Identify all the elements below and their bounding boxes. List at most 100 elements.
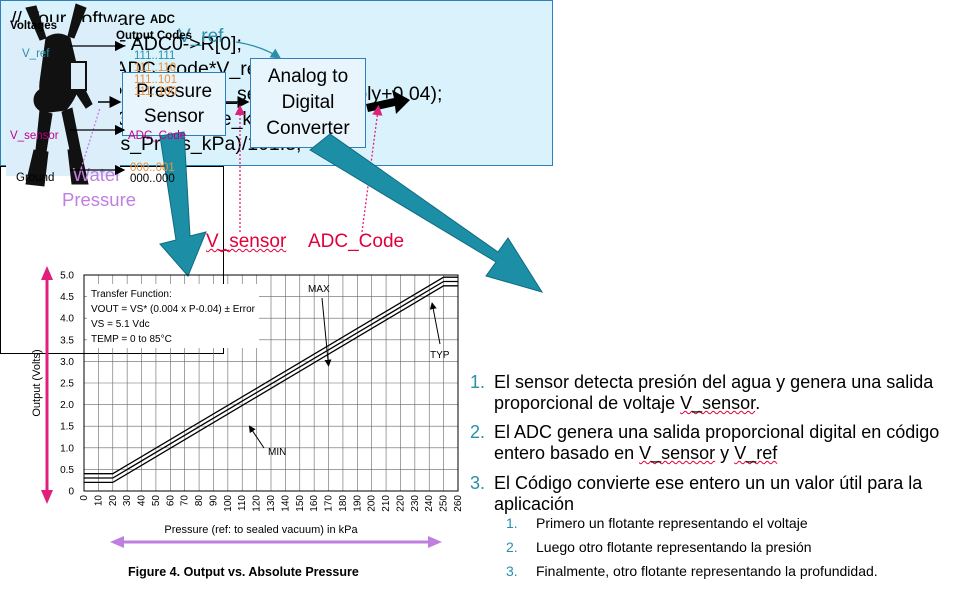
y-tick-label: 3.0 [60, 357, 74, 368]
x-tick-label: 130 [266, 495, 277, 512]
v-ref-arrow [235, 41, 282, 59]
x-tick-label: 80 [194, 495, 205, 507]
chart-caption: Figure 4. Output vs. Absolute Pressure [128, 565, 359, 579]
step-text: El Código convierte ese entero un un val… [494, 473, 923, 514]
table-code: 000..000 [130, 173, 175, 185]
x-tick-label: 90 [208, 495, 219, 507]
series-line-max [84, 276, 458, 475]
y-tick-label: 2.5 [60, 379, 74, 390]
y-tick-label: 2.0 [60, 400, 74, 411]
x-tick-label: 50 [151, 495, 162, 507]
x-tick-label: 70 [180, 495, 191, 507]
y-tick-label: 3.5 [60, 335, 74, 346]
plot-frame [83, 274, 459, 492]
x-tick-label: 0 [79, 495, 90, 501]
x-tick-label: 30 [122, 495, 133, 507]
adc-label: Analog to Digital Converter [266, 66, 350, 139]
v-sensor-label: V_sensor [206, 231, 287, 252]
x-tick-label: 230 [410, 495, 421, 512]
x-tick-label: 190 [352, 495, 363, 512]
y-axis-label: Output (Volts) [31, 349, 43, 416]
step-text: El sensor detecta presión del agua y gen… [494, 372, 934, 413]
x-tick-label: 120 [252, 495, 263, 512]
step-number: 2. [470, 422, 486, 442]
substep-number: 3. [506, 563, 518, 579]
table-adc-code: ADC_Code [128, 130, 187, 142]
pressure-sensor-label: Pressure Sensor [135, 81, 213, 127]
annotation-background [87, 284, 259, 348]
adc-block: Analog to Digital Converter [250, 58, 366, 148]
y-tick-label: 5.0 [60, 271, 74, 282]
table-code: 111..111 [134, 50, 176, 62]
series-pointer-min [248, 425, 265, 449]
x-tick-label: 170 [324, 495, 335, 512]
x-axis-label: Pressure (ref: to sealed vacuum) in kPa [164, 524, 358, 536]
annotation-line: VOUT = VS* (0.004 x P-0.04) ± Error [91, 304, 256, 315]
x-tick-label: 140 [280, 495, 291, 512]
x-tick-label: 180 [338, 495, 349, 512]
table-ground: Ground [16, 172, 55, 184]
adc-to-software-arrow [366, 90, 410, 114]
table-code: 111..100 [134, 86, 178, 98]
x-tick-label: 200 [367, 495, 378, 512]
table-code: 000..001 [130, 162, 175, 174]
list-item: 1. El sensor detecta presión del agua y … [470, 372, 966, 416]
codes-header-2: Output Codes [116, 30, 193, 42]
y-tick-label: 0.5 [60, 465, 74, 476]
water-pressure-label: Water Pressure [62, 164, 137, 210]
x-tick-label: 240 [424, 495, 435, 512]
substep-text: Finalmente, otro flotante representando … [536, 563, 878, 579]
x-tick-label: 100 [223, 495, 234, 512]
adc-code-label: ADC_Code [308, 231, 405, 252]
substep-number: 2. [506, 539, 518, 555]
substep-text: Luego otro flotante representando la pre… [536, 539, 812, 555]
x-tick-label: 150 [295, 495, 306, 512]
y-tick-label: 4.0 [60, 314, 74, 325]
step-number: 1. [470, 372, 486, 392]
water-pressure-pointer [79, 107, 101, 173]
x-tick-label: 250 [439, 495, 450, 512]
series-line-min [84, 285, 458, 484]
x-tick-label: 220 [395, 495, 406, 512]
x-tick-label: 40 [137, 495, 148, 507]
sensor-to-graph-arrow [159, 131, 207, 277]
table-v-ref: V_ref [22, 48, 50, 60]
voltages-header: Voltages [10, 20, 58, 32]
adc-table-arrows [70, 40, 126, 176]
series-pointer-typ [429, 302, 441, 345]
y-tick-label: 0 [68, 487, 74, 498]
x-tick-label: 160 [309, 495, 320, 512]
step-text: El ADC genera una salida proporcional di… [494, 422, 940, 463]
table-code: 111..101 [134, 74, 178, 86]
x-tick-label: 110 [237, 495, 248, 511]
diver-illustration [25, 3, 93, 187]
series-pointer-max [321, 297, 332, 367]
x-tick-label: 210 [381, 495, 392, 512]
codes-header-1: ADC [150, 14, 175, 26]
y-tick-label: 4.5 [60, 292, 74, 303]
series-label-min: MIN [268, 447, 286, 458]
substep-text: Primero un flotante representando el vol… [536, 515, 808, 531]
list-item: 3. El Código convierte ese entero un un … [470, 473, 966, 517]
series-label-typ: TYP [430, 350, 450, 361]
series-line-typ [84, 280, 458, 479]
annotation-line: TEMP = 0 to 85°C [91, 334, 172, 345]
step-number: 3. [470, 473, 486, 493]
x-tick-label: 60 [165, 495, 176, 507]
y-tick-label: 1.5 [60, 422, 74, 433]
list-item: 2. El ADC genera una salida proporcional… [470, 422, 966, 466]
adc-to-table-arrow [309, 133, 544, 293]
substep-number: 1. [506, 515, 518, 531]
table-code: 111..110 [134, 62, 177, 74]
table-v-sensor: V_sensor [10, 130, 59, 142]
x-tick-label: 10 [93, 495, 104, 507]
x-tick-label: 20 [108, 495, 119, 507]
annotation-line: Transfer Function: [91, 289, 172, 300]
v-ref-label: V_ref [178, 26, 224, 47]
y-tick-label: 1.0 [60, 443, 74, 454]
series-label-max: MAX [308, 284, 330, 295]
annotation-line: VS = 5.1 Vdc [91, 319, 150, 330]
software-line: Atmos_Press_kPa)/101.3; [11, 133, 302, 155]
